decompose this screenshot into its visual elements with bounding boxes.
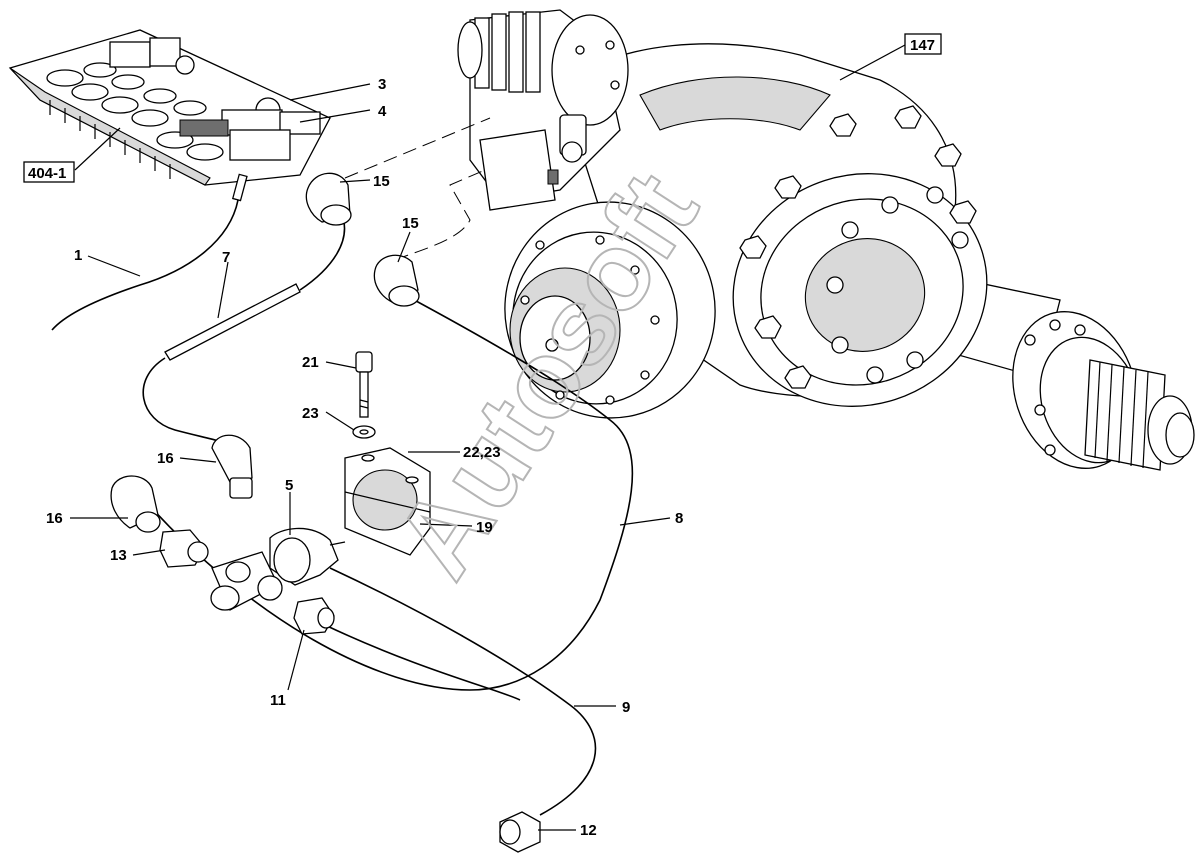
leader-lines (70, 44, 906, 831)
callout-19: 19 (476, 519, 493, 536)
callout-box-147 (904, 33, 942, 55)
callout-box-404-1 (23, 161, 75, 183)
callout-labels: 147 404-1 3 4 15 15 1 7 21 23 22,23 16 1… (23, 33, 942, 839)
callout-16-upper: 16 (157, 450, 174, 467)
callout-13: 13 (110, 547, 127, 564)
callout-7: 7 (222, 249, 230, 266)
callout-22-23: 22,23 (463, 444, 501, 461)
callout-23: 23 (302, 405, 319, 422)
callout-9: 9 (622, 699, 630, 716)
callout-5: 5 (285, 477, 293, 494)
callout-404-1: 404-1 (28, 165, 66, 182)
axle-assembly (457, 9, 1195, 471)
callout-12: 12 (580, 822, 597, 839)
callout-1: 1 (74, 247, 82, 264)
fittings (110, 172, 541, 853)
control-panel (8, 29, 331, 202)
bolt (355, 351, 373, 418)
clamp-block (344, 447, 431, 556)
callout-15-upper: 15 (373, 173, 390, 190)
callout-3: 3 (378, 76, 386, 93)
callout-15-lower: 15 (402, 215, 419, 232)
callout-11: 11 (270, 692, 286, 709)
callout-8: 8 (675, 510, 683, 527)
panel-pins (49, 100, 171, 179)
hub-splines (1084, 359, 1166, 471)
flange-bolts (739, 105, 977, 389)
callout-147: 147 (910, 37, 935, 54)
cross-fitting (210, 527, 346, 611)
callout-16-lower: 16 (46, 510, 63, 527)
callout-4: 4 (378, 103, 387, 120)
callout-21: 21 (302, 354, 319, 371)
